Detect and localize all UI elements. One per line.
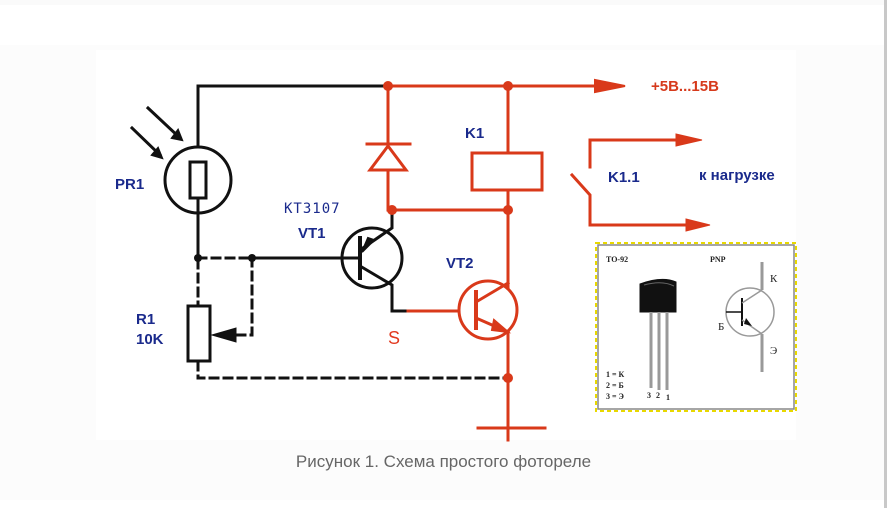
contact-lever — [569, 172, 692, 227]
r1-body — [186, 304, 212, 363]
to92-body — [639, 278, 677, 313]
light-arrow-1-head — [170, 127, 184, 142]
pin-collector-label: К — [770, 273, 778, 285]
junction-dot — [503, 81, 513, 91]
pinout-line: 2 = Б — [606, 381, 624, 390]
pinout-line: 3 = Э — [606, 392, 625, 401]
supply-label: +5В...15В — [651, 78, 719, 95]
junctions — [194, 81, 513, 383]
vt1-emitter-arrow — [361, 236, 376, 253]
supply-arrow — [594, 78, 626, 94]
wire-bottom-dashed — [196, 360, 510, 380]
r1-value-label: 10K — [136, 331, 164, 348]
contact-upper — [588, 138, 682, 169]
pr1-body — [188, 160, 208, 200]
diode-triangle — [367, 143, 409, 172]
vt2-label: VT2 — [446, 255, 474, 272]
node-s-label: S — [388, 328, 400, 348]
pin-number: 3 — [647, 391, 651, 400]
vt2-emitter-arrow — [490, 318, 512, 334]
relay-label: K1 — [465, 125, 484, 142]
pin-base-label: Б — [718, 321, 724, 333]
contact-arrow-down — [685, 218, 711, 232]
pr1-label: PR1 — [115, 176, 144, 193]
contact-arrow-up — [675, 133, 703, 147]
junction-dot — [503, 205, 513, 215]
junction-dot — [387, 205, 397, 215]
junction-dot — [194, 254, 202, 262]
light-arrow-2-head — [150, 146, 164, 160]
scrollbar[interactable] — [884, 0, 887, 508]
r1-label: R1 — [136, 311, 155, 328]
pin-emitter-label: Э — [770, 345, 777, 357]
top-band — [0, 0, 884, 5]
figure-caption: Рисунок 1. Схема простого фотореле — [295, 452, 592, 471]
load-label: к нагрузке — [699, 167, 775, 184]
relay-coil — [470, 151, 544, 192]
junction-dot — [248, 254, 256, 262]
vt1-model-label: КТ3107 — [284, 201, 341, 217]
vt2-collector — [473, 280, 511, 305]
inset-frame — [595, 242, 797, 412]
r1-wiper-arrow — [210, 327, 237, 343]
pinout-inset: TO-92 PNP 3 2 1 1 = К 2 = Б 3 = Э К Б Э — [595, 242, 797, 412]
vt1-collector — [357, 263, 410, 313]
vt1-label: VT1 — [298, 225, 326, 242]
inset-package-label: TO-92 — [606, 255, 628, 264]
junction-dot — [503, 373, 513, 383]
pin-number: 1 — [666, 393, 670, 402]
r1-wiper-dashed — [233, 256, 254, 337]
inset-type-label: PNP — [710, 255, 726, 264]
vt1-circle — [340, 226, 404, 290]
vt2-circle — [457, 279, 519, 341]
junction-dot — [383, 81, 393, 91]
pinout-line: 1 = К — [606, 370, 625, 379]
pin-number: 2 — [656, 391, 660, 400]
relay-contact-label: K1.1 — [608, 169, 640, 186]
